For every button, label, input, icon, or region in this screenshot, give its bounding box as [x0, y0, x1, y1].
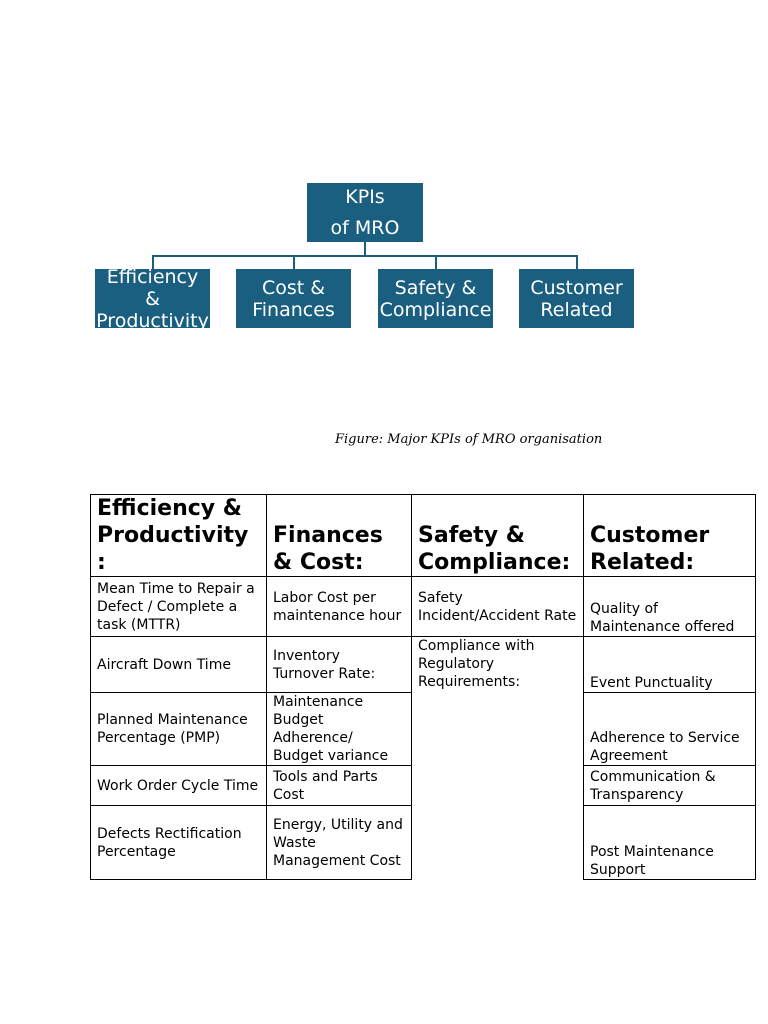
table-cell: Defects Rectification Percentage [90, 805, 267, 880]
header-finances: Finances & Cost: [266, 494, 412, 577]
connector-vertical-3 [435, 255, 437, 269]
kpi-efficiency-box: Efficiency & Productivity [95, 269, 210, 328]
table-cell: Quality of Maintenance offered [583, 576, 756, 637]
header-safety: Safety & Compliance: [411, 494, 584, 577]
table-cell: Inventory Turnover Rate: [266, 636, 412, 693]
table-cell [411, 765, 584, 806]
table-cell: Energy, Utility and Waste Management Cos… [266, 805, 412, 880]
table-cell [411, 692, 584, 766]
table-row: Work Order Cycle Time Tools and Parts Co… [90, 765, 756, 806]
connector-vertical-1 [152, 255, 154, 269]
table-header-row: Efficiency & Productivity : Finances & C… [90, 494, 756, 577]
table-cell: Work Order Cycle Time [90, 765, 267, 806]
table-row: Mean Time to Repair a Defect / Complete … [90, 576, 756, 637]
figure-caption: Figure: Major KPIs of MRO organisation [335, 432, 603, 447]
kpi-customer-box: Customer Related [519, 269, 634, 328]
table-cell: Post Maintenance Support [583, 805, 756, 880]
table-cell: Tools and Parts Cost [266, 765, 412, 806]
table-cell: Labor Cost per maintenance hour [266, 576, 412, 637]
table-cell: Safety Incident/Accident Rate [411, 576, 584, 637]
table-cell: Communication & Transparency [583, 765, 756, 806]
table-cell: Maintenance Budget Adherence/ Budget var… [266, 692, 412, 766]
table-cell [411, 805, 584, 880]
connector-vertical-2 [293, 255, 295, 269]
kpi-safety-box: Safety & Compliance [378, 269, 493, 328]
connector-vertical-4 [576, 255, 578, 269]
connector-vertical-root [364, 242, 366, 256]
header-efficiency: Efficiency & Productivity : [90, 494, 267, 577]
kpi-root-box: KPIs of MRO [307, 183, 423, 242]
connector-horizontal [152, 255, 577, 257]
kpi-cost-box: Cost & Finances [236, 269, 351, 328]
table-row: Planned Maintenance Percentage (PMP) Mai… [90, 692, 756, 766]
table-row: Defects Rectification Percentage Energy,… [90, 805, 756, 880]
table-cell: Event Punctuality [583, 636, 756, 693]
table-cell: Aircraft Down Time [90, 636, 267, 693]
kpi-table: Efficiency & Productivity : Finances & C… [90, 494, 756, 880]
table-cell: Adherence to Service Agreement [583, 692, 756, 766]
table-cell: Planned Maintenance Percentage (PMP) [90, 692, 267, 766]
table-cell: Mean Time to Repair a Defect / Complete … [90, 576, 267, 637]
table-row: Aircraft Down Time Inventory Turnover Ra… [90, 636, 756, 693]
table-cell: Compliance with Regulatory Requirements: [411, 636, 584, 693]
header-customer: Customer Related: [583, 494, 756, 577]
